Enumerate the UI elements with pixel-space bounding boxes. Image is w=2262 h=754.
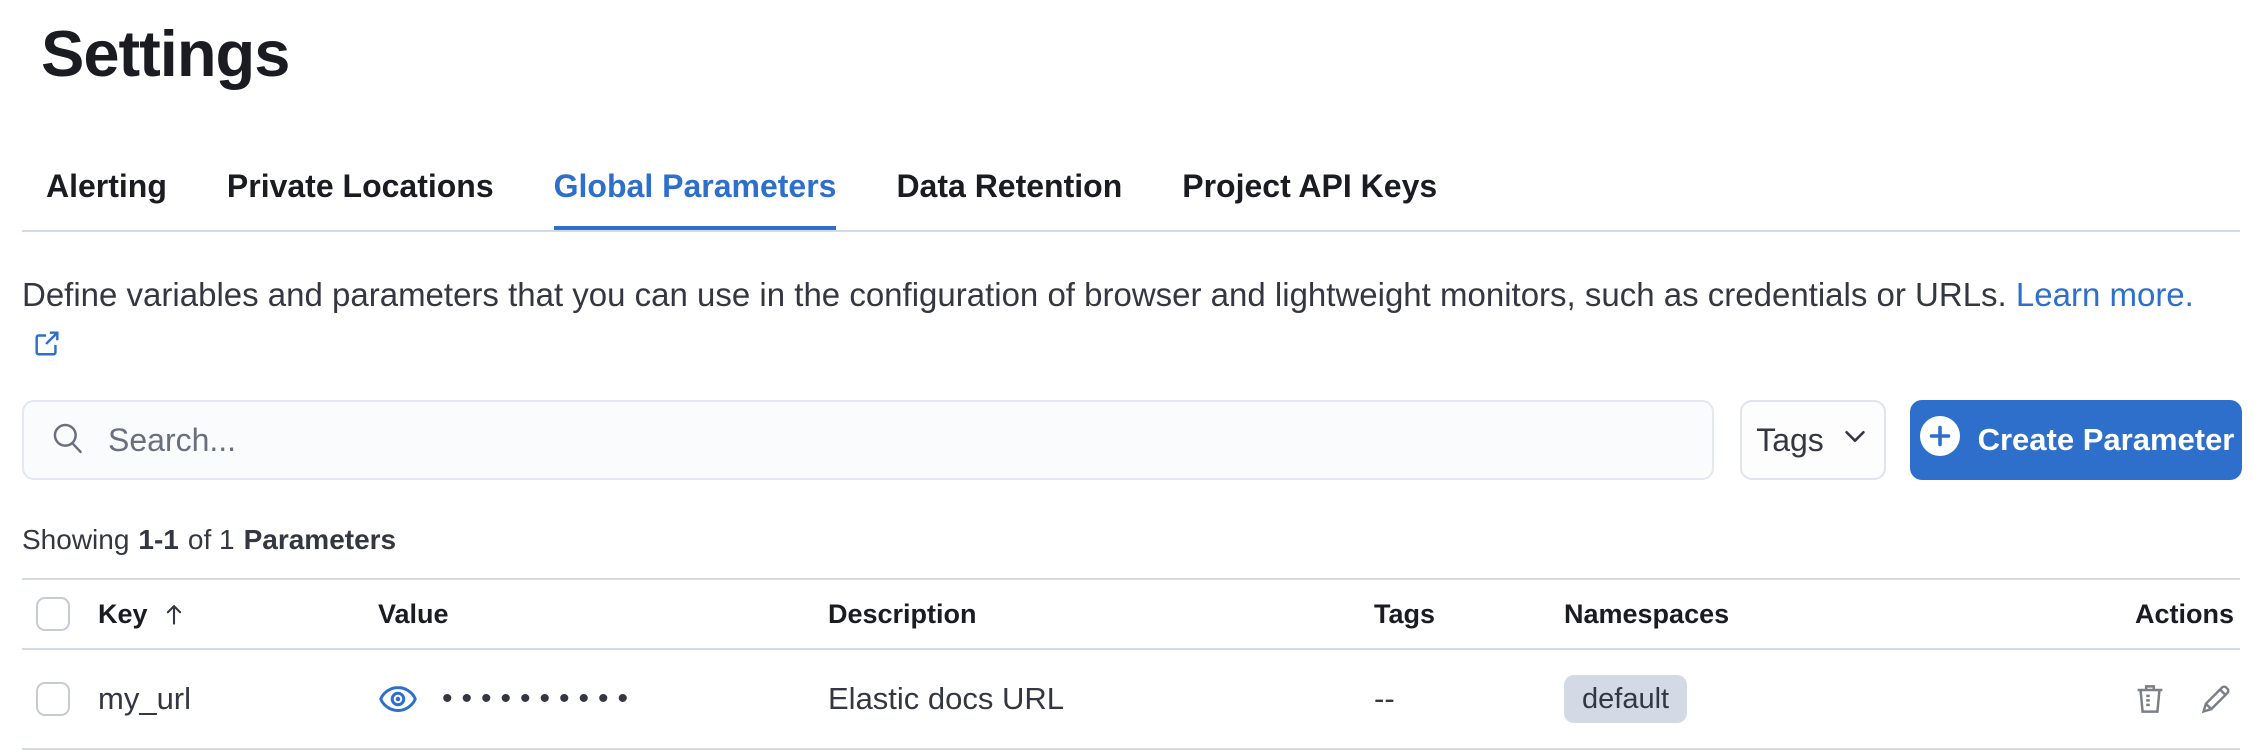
toolbar: Tags Create Parameter — [22, 400, 2242, 480]
arrow-up-icon — [160, 600, 188, 628]
tabs-divider — [22, 230, 2240, 232]
parameters-table: Key Value Description Tags Namespaces Ac… — [22, 578, 2240, 750]
plus-in-circle-icon — [1918, 414, 1962, 466]
parameter-key: my_url — [98, 681, 192, 716]
row-key-cell: my_url — [98, 681, 378, 717]
pencil-icon[interactable] — [2198, 681, 2234, 717]
learn-more-link[interactable]: Learn more. — [2015, 276, 2194, 313]
description-text: Define variables and parameters that you… — [22, 276, 2007, 313]
tags-filter-label: Tags — [1756, 421, 1824, 458]
row-select-cell — [22, 682, 98, 716]
of-label: of 1 — [187, 524, 235, 555]
header-tags: Tags — [1374, 599, 1564, 630]
eye-icon[interactable] — [378, 679, 418, 719]
header-select-cell — [22, 597, 98, 631]
header-value: Value — [378, 599, 828, 630]
search-box[interactable] — [22, 400, 1714, 480]
showing-range: 1-1 — [138, 524, 179, 555]
page-description: Define variables and parameters that you… — [22, 270, 2217, 372]
page-title: Settings — [41, 17, 290, 90]
create-parameter-button[interactable]: Create Parameter — [1910, 400, 2242, 480]
row-actions-cell — [2070, 681, 2240, 717]
table-header-row: Key Value Description Tags Namespaces Ac… — [22, 578, 2240, 650]
settings-tabs: Alerting Private Locations Global Parame… — [46, 166, 1437, 232]
showing-label: Showing — [22, 524, 130, 555]
tags-filter-button[interactable]: Tags — [1740, 400, 1886, 480]
masked-value: •••••••••• — [442, 682, 638, 715]
header-actions: Actions — [2070, 599, 2240, 630]
chevron-down-icon — [1840, 421, 1870, 459]
parameter-tags: -- — [1374, 681, 1395, 716]
header-namespaces: Namespaces — [1564, 599, 2070, 630]
header-tags-label: Tags — [1374, 598, 1436, 629]
row-value-cell: •••••••••• — [378, 679, 828, 719]
parameter-description: Elastic docs URL — [828, 681, 1065, 716]
search-icon — [50, 420, 86, 461]
header-namespaces-label: Namespaces — [1564, 598, 1730, 629]
external-link-icon — [32, 322, 62, 372]
search-input[interactable] — [108, 421, 1686, 459]
entity-label: Parameters — [243, 524, 397, 555]
tab-global-parameters[interactable]: Global Parameters — [553, 166, 837, 232]
tab-private-locations[interactable]: Private Locations — [226, 168, 494, 204]
tab-project-api-keys[interactable]: Project API Keys — [1182, 168, 1438, 204]
header-description-label: Description — [828, 598, 977, 629]
tab-alerting[interactable]: Alerting — [46, 168, 167, 204]
row-tags-cell: -- — [1374, 681, 1564, 717]
row-description-cell: Elastic docs URL — [828, 681, 1374, 717]
results-summary: Showing 1-1 of 1 Parameters — [22, 522, 405, 558]
header-key[interactable]: Key — [98, 599, 378, 630]
header-key-label: Key — [98, 598, 148, 629]
namespace-badge: default — [1564, 675, 1688, 723]
table-row: my_url •••••••••• Elastic docs URL -- de… — [22, 650, 2240, 750]
header-description: Description — [828, 599, 1374, 630]
row-namespaces-cell: default — [1564, 675, 2070, 723]
header-actions-label: Actions — [2134, 598, 2234, 629]
select-all-checkbox[interactable] — [36, 597, 70, 631]
tab-data-retention[interactable]: Data Retention — [896, 168, 1123, 204]
create-parameter-label: Create Parameter — [1977, 422, 2235, 457]
header-value-label: Value — [378, 598, 449, 629]
trash-icon[interactable] — [2132, 681, 2168, 717]
row-checkbox[interactable] — [36, 682, 70, 716]
